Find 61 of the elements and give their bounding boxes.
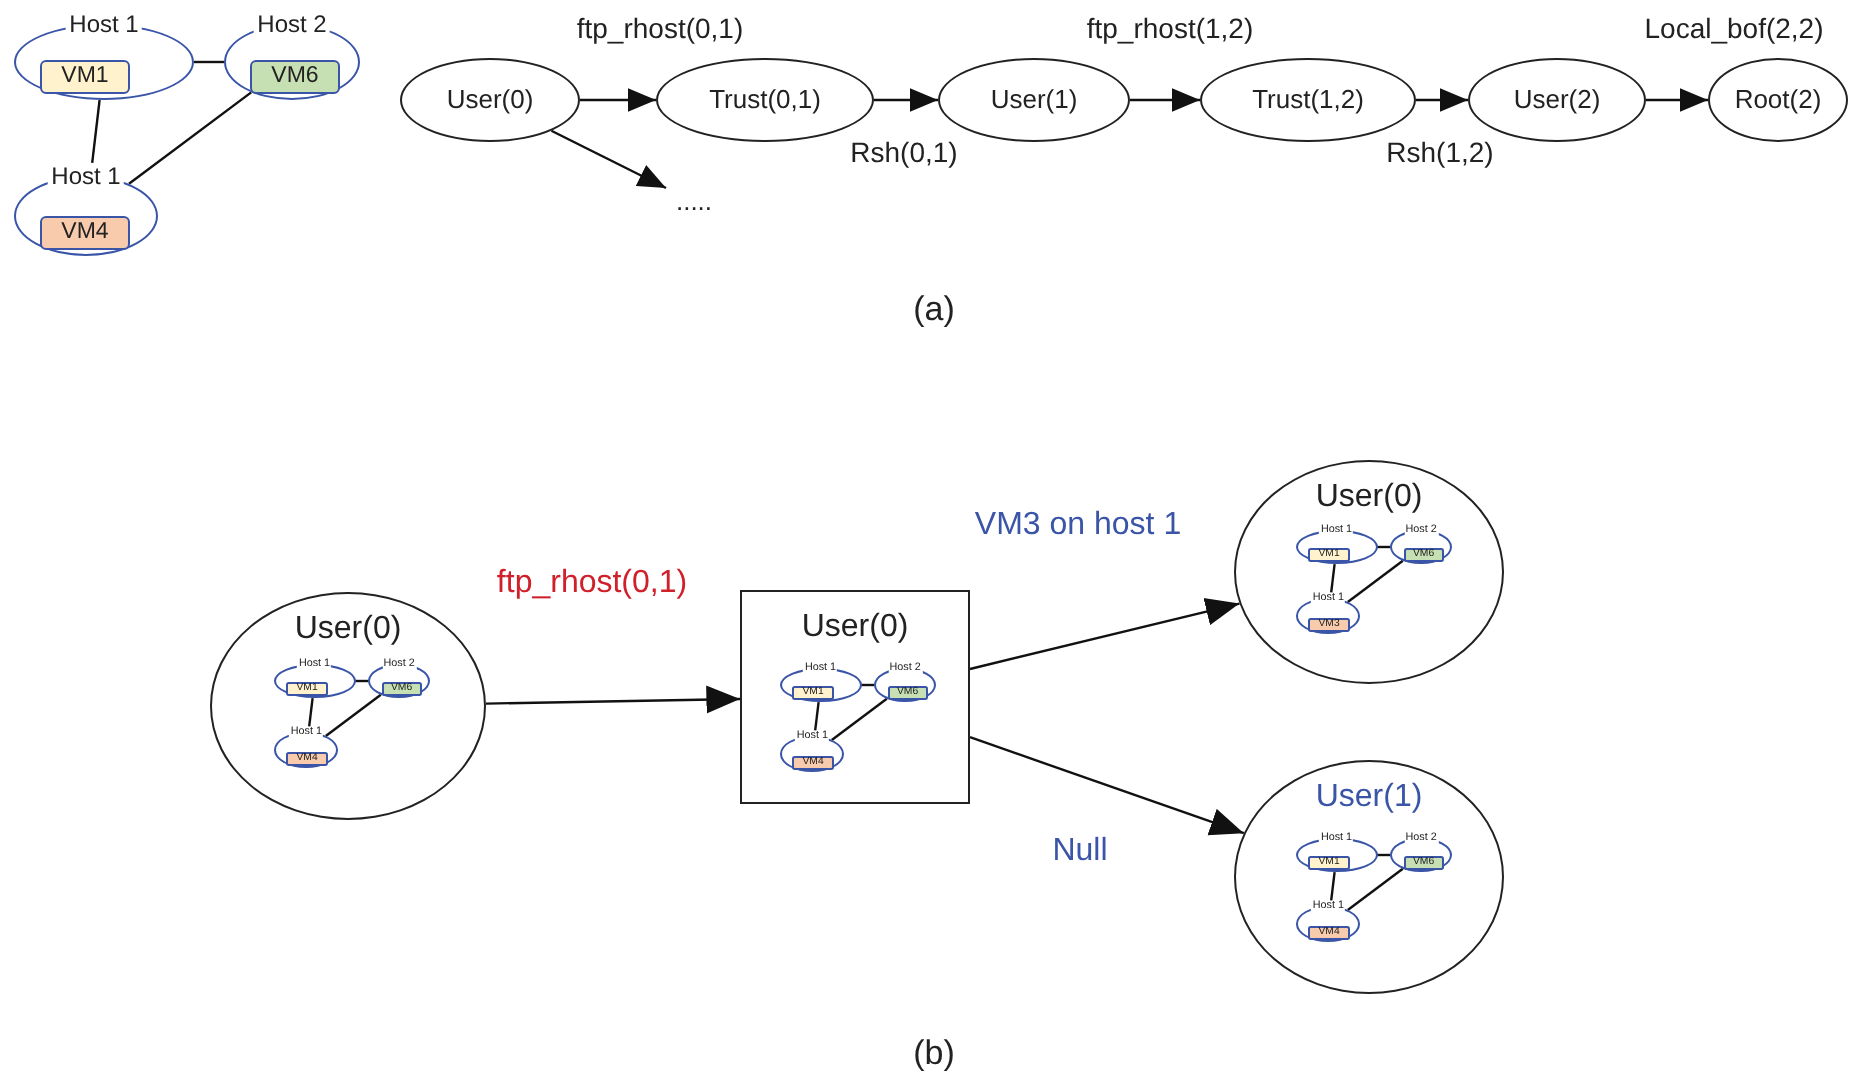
host-ellipse xyxy=(1296,598,1361,635)
edge-label: Rsh(0,1) xyxy=(848,136,960,169)
ellipsis-text: ..... xyxy=(666,188,722,216)
vm-box: VM6 xyxy=(250,60,340,94)
connector-line xyxy=(1330,564,1336,593)
state-circle xyxy=(1234,460,1504,684)
state-circle xyxy=(210,592,486,820)
host-label: Host 1 xyxy=(65,12,143,37)
arrow xyxy=(485,685,741,714)
host-ellipse xyxy=(1390,530,1452,565)
host-ellipse xyxy=(1296,530,1377,565)
panel-label: (b) xyxy=(911,1034,957,1074)
vm-box: VM4 xyxy=(40,216,130,250)
state-box xyxy=(740,590,970,804)
state-label: User(1) xyxy=(1315,782,1423,814)
host-ellipse xyxy=(780,668,861,703)
state-circle xyxy=(1234,760,1504,994)
arrow xyxy=(1646,88,1708,112)
host-ellipse xyxy=(274,732,339,769)
host-ellipse xyxy=(780,736,845,773)
connector-line xyxy=(1377,545,1391,549)
state-label: User(0) xyxy=(801,612,909,644)
host-ellipse xyxy=(368,664,430,699)
connector-line xyxy=(1330,872,1336,901)
connector-line xyxy=(861,683,875,687)
state-ellipse: Root(2) xyxy=(1708,58,1848,142)
arrow xyxy=(1416,88,1468,112)
connector-line xyxy=(831,697,888,741)
arrow xyxy=(580,88,656,112)
host-ellipse xyxy=(1390,838,1452,873)
state-ellipse: User(0) xyxy=(400,58,580,142)
host-label: Host 2 xyxy=(253,12,331,37)
edge-label: ftp_rhost(0,1) xyxy=(574,12,746,45)
arrow xyxy=(874,88,938,112)
connector-line xyxy=(814,702,820,731)
edge-label: ftp_rhost(1,2) xyxy=(1084,12,1256,45)
edge-label: Local_bof(2,2) xyxy=(1642,12,1826,45)
connector-line xyxy=(325,693,382,737)
connector-line xyxy=(355,679,369,683)
edge-label: ftp_rhost(0,1) xyxy=(494,566,690,603)
connector-line xyxy=(308,698,314,727)
connector-line xyxy=(128,91,252,185)
host-label: Host 1 xyxy=(47,164,125,189)
state-label: User(0) xyxy=(294,614,402,646)
host-ellipse xyxy=(274,664,355,699)
arrow xyxy=(969,736,1245,836)
host-ellipse xyxy=(1296,838,1377,873)
arrow xyxy=(969,597,1240,671)
state-label: User(0) xyxy=(1315,482,1423,514)
edge-label: Rsh(1,2) xyxy=(1384,136,1496,169)
host-ellipse xyxy=(1296,906,1361,943)
connector-line xyxy=(194,60,224,64)
panel-label: (a) xyxy=(911,290,957,330)
connector-line xyxy=(1347,867,1404,911)
connector-line xyxy=(91,99,101,163)
host-ellipse xyxy=(874,668,936,703)
connector-line xyxy=(1377,853,1391,857)
connector-line xyxy=(1347,559,1404,603)
arrow xyxy=(550,129,667,190)
arrow xyxy=(1130,88,1200,112)
vm-box: VM1 xyxy=(40,60,130,94)
